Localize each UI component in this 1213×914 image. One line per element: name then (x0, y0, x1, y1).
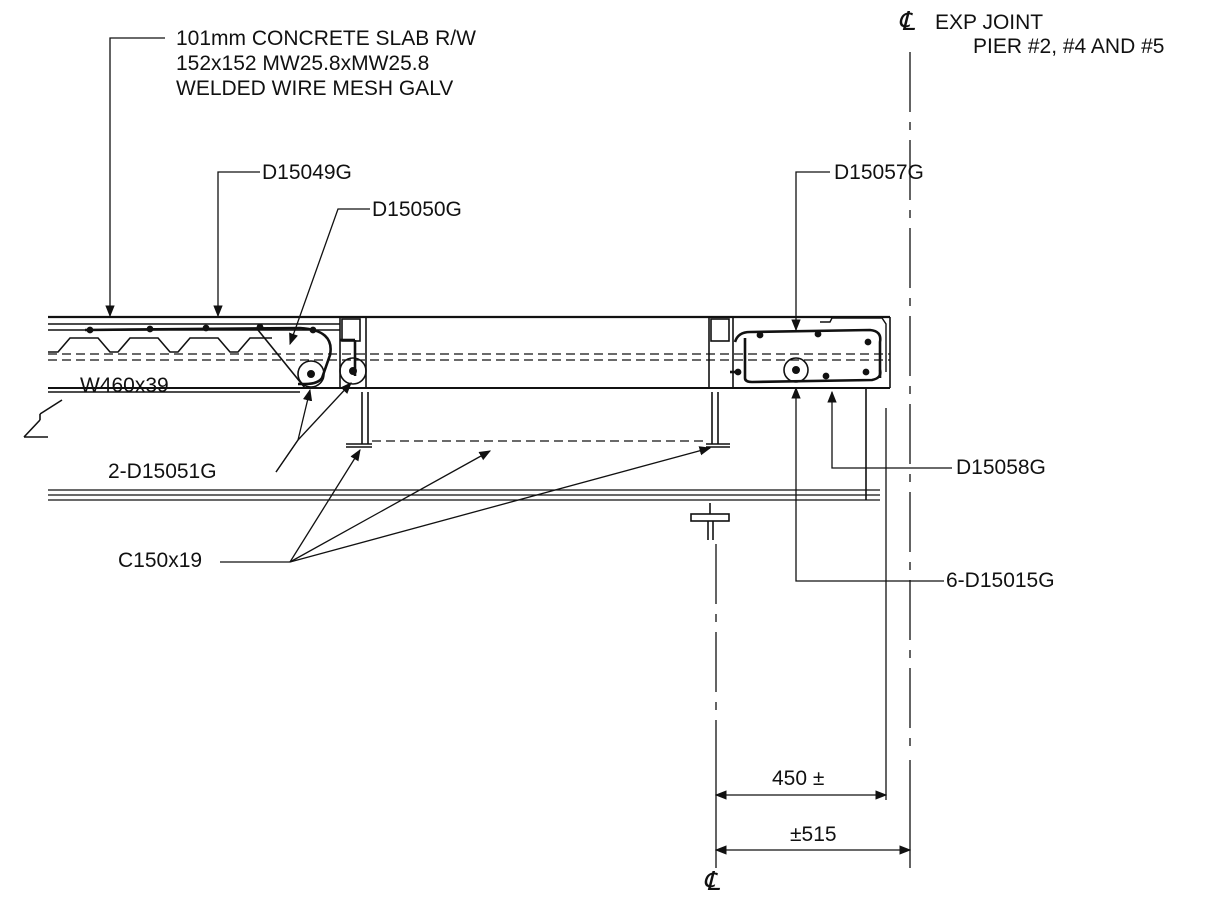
d15015g-label: 6-D15015G (946, 569, 1055, 592)
leader-lines (105, 37, 952, 582)
d15057g-label: D15057G (834, 161, 924, 184)
dimension-515-label: ±515 (790, 823, 837, 846)
d15049g-label: D15049G (262, 161, 352, 184)
dimensions (714, 720, 912, 868)
exp-joint-centerline-symbol: ℄ (898, 7, 915, 36)
slab-label-line-3: WELDED WIRE MESH GALV (176, 77, 454, 100)
bottom-centerline-symbol: ℄ (703, 867, 720, 896)
end-block-rebar (730, 317, 887, 384)
d15051g-label: 2-D15051G (108, 460, 217, 483)
pier-label: PIER #2, #4 AND #5 (973, 35, 1165, 58)
d15058g-label: D15058G (956, 456, 1046, 479)
c150x19-label: C150x19 (118, 549, 203, 572)
slab-label-line-2: 152x152 MW25.8xMW25.8 (176, 52, 430, 75)
girder-and-channels (23, 388, 880, 540)
steel-deck-profile (48, 337, 272, 353)
w460x39-label: W460x39 (80, 374, 169, 397)
dimension-450-label: 450 ± (772, 767, 825, 790)
centerlines (715, 52, 911, 800)
slab-rebar-left (84, 323, 367, 388)
exp-joint-label: EXP JOINT (935, 11, 1044, 34)
d15050g-label: D15050G (372, 198, 462, 221)
slab-label-line-1: 101mm CONCRETE SLAB R/W (176, 27, 476, 50)
